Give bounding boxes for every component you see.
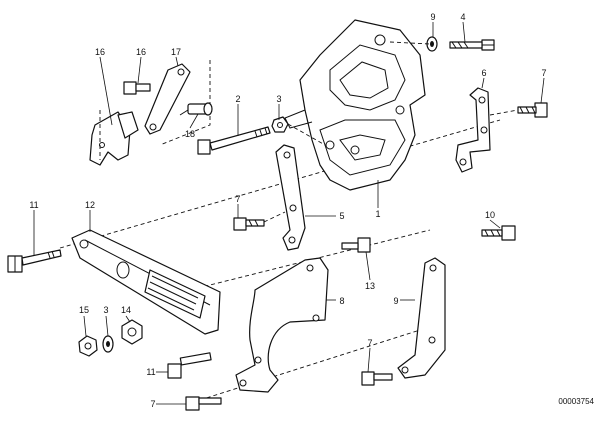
leader-line (175, 56, 179, 67)
leader-line (125, 315, 131, 323)
leader-line (105, 315, 109, 337)
assembly-axis-line (199, 329, 421, 401)
spacer-sleeve (179, 102, 213, 116)
callout-13: 13 (365, 281, 375, 291)
callout-4: 4 (460, 12, 465, 22)
tension-bracket (89, 111, 139, 166)
bracket-hole (374, 34, 386, 46)
callout-14: 14 (121, 305, 131, 315)
document-number: 00003754 (558, 397, 594, 406)
bolt-13 (341, 237, 371, 253)
callout-6: 6 (481, 68, 486, 78)
callout-11: 11 (29, 200, 38, 210)
callout-7: 7 (367, 338, 372, 348)
leader-line (540, 77, 545, 104)
leader-line (489, 219, 501, 229)
leader-line (365, 251, 371, 281)
assembly-axis-line (149, 229, 431, 301)
callout-7: 7 (541, 68, 546, 78)
bolt-lower-11 (167, 352, 212, 379)
callout-2: 2 (235, 94, 240, 104)
callout-11: 11 (146, 367, 155, 377)
callout-18: 18 (185, 129, 195, 139)
lower-curved-bracket (235, 257, 329, 393)
lock-nut-14 (121, 319, 143, 345)
bracket-hole (350, 145, 360, 155)
nut-3 (271, 116, 289, 133)
small-bracket-right (455, 87, 491, 173)
bolt-axis-line (489, 109, 519, 116)
bolt-bottom (185, 396, 222, 411)
bolt-small-16 (123, 81, 151, 95)
main-bracket (284, 19, 426, 191)
bolt-mid-left (233, 217, 265, 231)
callout-15: 15 (79, 305, 89, 315)
leader-line (83, 315, 87, 337)
callout-9: 9 (393, 296, 398, 306)
bracket-hole (395, 105, 405, 115)
bolt-top-right (449, 39, 495, 51)
strap-bracket (275, 144, 306, 251)
callout-9: 9 (430, 12, 435, 22)
callout-1: 1 (375, 209, 380, 219)
callout-12: 12 (85, 200, 95, 210)
leader-line (99, 56, 113, 126)
bolt-lower-right (361, 371, 393, 386)
callout-7: 7 (150, 399, 155, 409)
bolt-axis-line (287, 123, 326, 146)
bracket-hole (325, 140, 335, 150)
callout-3: 3 (103, 305, 108, 315)
leader-line (189, 113, 199, 129)
callout-16: 16 (95, 47, 105, 57)
bolt-left (7, 249, 62, 273)
leader-line (462, 21, 466, 43)
leader-line (481, 77, 485, 89)
group-outline (99, 60, 211, 160)
bolt-axis-line (263, 211, 286, 223)
callout-3: 3 (276, 94, 281, 104)
leader-line (367, 347, 371, 373)
adjusting-slide-bar (71, 229, 221, 335)
assembly-axis-line (59, 119, 501, 249)
long-bolt (197, 126, 271, 155)
callout-10: 10 (485, 210, 495, 220)
callout-5: 5 (339, 211, 344, 221)
washer-3 (102, 335, 114, 353)
tension-link (144, 63, 191, 135)
callout-16: 16 (136, 47, 146, 57)
callout-8: 8 (339, 296, 344, 306)
right-strap-bracket (397, 257, 446, 379)
callout-7: 7 (235, 194, 240, 204)
callout-17: 17 (171, 47, 181, 57)
nut-15 (78, 335, 98, 357)
leader-line (137, 56, 142, 84)
bolt-right (517, 102, 548, 118)
bolt-10 (481, 225, 516, 241)
